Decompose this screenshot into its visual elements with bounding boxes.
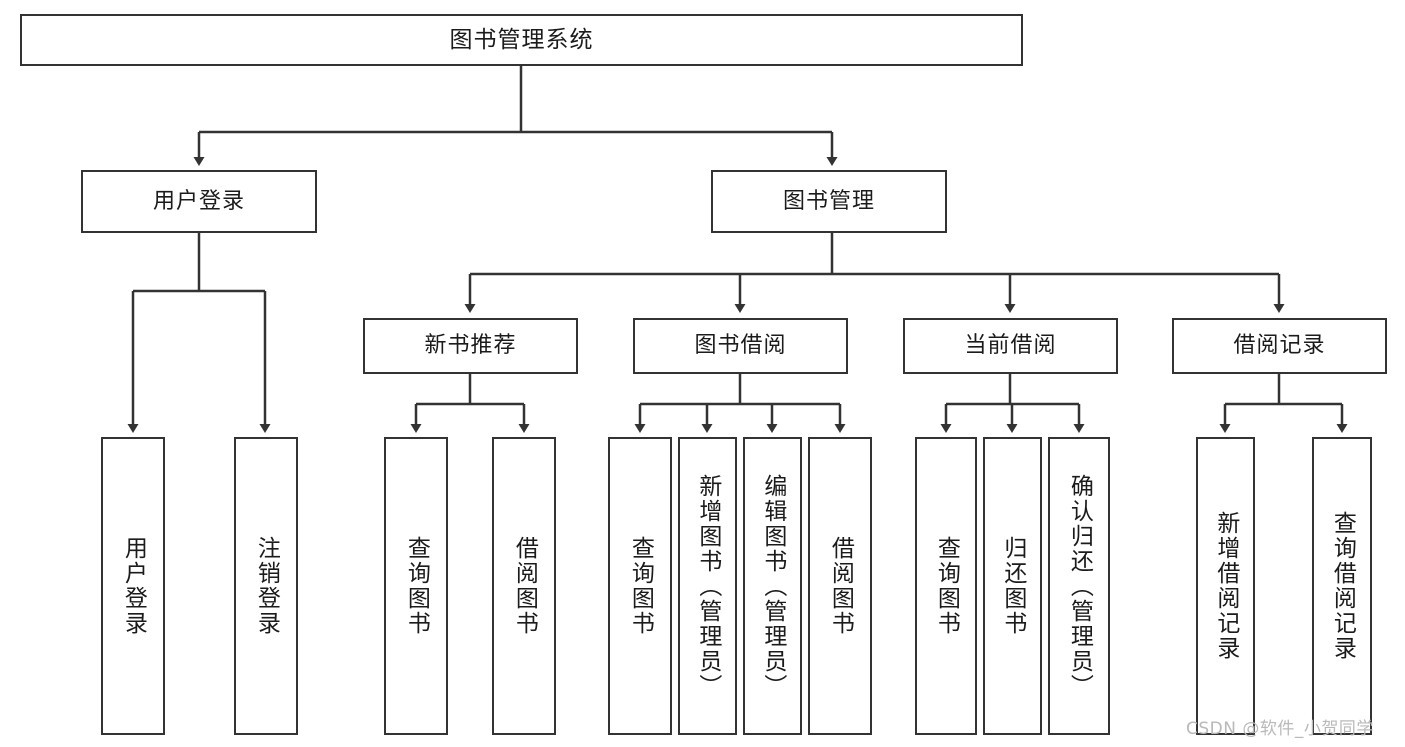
node-label: 新增借阅记录 xyxy=(1212,511,1239,661)
leaf-query-borrow-record[interactable]: 查询借阅记录 xyxy=(1312,437,1372,735)
node-label: 图书管理 xyxy=(782,188,875,214)
node-label: 归还图书 xyxy=(999,536,1026,636)
node-label: 用户登录 xyxy=(152,188,245,214)
node-label: 借阅图书 xyxy=(827,536,854,636)
leaf-user-login[interactable]: 用户登录 xyxy=(101,437,165,735)
leaf-logout-login[interactable]: 注销登录 xyxy=(234,437,298,735)
node-current-borrow[interactable]: 当前借阅 xyxy=(903,318,1118,374)
leaf-add-book-admin[interactable]: 新增图书（管理员） xyxy=(678,437,737,735)
node-label: 借阅图书 xyxy=(511,536,538,636)
node-label: 图书管理系统 xyxy=(449,26,594,53)
node-root-system[interactable]: 图书管理系统 xyxy=(20,14,1023,66)
node-label: 图书借阅 xyxy=(694,333,787,359)
leaf-query-book-1[interactable]: 查询图书 xyxy=(384,437,448,735)
leaf-confirm-return-admin[interactable]: 确认归还（管理员） xyxy=(1048,437,1110,735)
watermark-csdn: CSDN @软件_小贺同学 xyxy=(1186,719,1374,739)
leaf-return-book[interactable]: 归还图书 xyxy=(983,437,1042,735)
leaf-query-book-3[interactable]: 查询图书 xyxy=(915,437,977,735)
leaf-query-book-2[interactable]: 查询图书 xyxy=(608,437,672,735)
node-label: 查询图书 xyxy=(403,536,430,636)
node-book-manage[interactable]: 图书管理 xyxy=(711,170,947,233)
node-label: 新增图书（管理员） xyxy=(694,473,721,699)
node-label: 确认归还（管理员） xyxy=(1066,473,1093,699)
node-book-borrow[interactable]: 图书借阅 xyxy=(633,318,848,374)
node-new-book-recommend[interactable]: 新书推荐 xyxy=(363,318,578,374)
leaf-add-borrow-record[interactable]: 新增借阅记录 xyxy=(1196,437,1255,735)
node-label: 用户登录 xyxy=(120,536,147,636)
node-label: 注销登录 xyxy=(253,536,280,636)
leaf-borrow-book-2[interactable]: 借阅图书 xyxy=(808,437,872,735)
node-label: 查询借阅记录 xyxy=(1329,511,1356,661)
node-label: 查询图书 xyxy=(627,536,654,636)
node-label: 编辑图书（管理员） xyxy=(759,473,786,699)
node-label: 新书推荐 xyxy=(424,333,517,359)
node-label: 借阅记录 xyxy=(1233,333,1326,359)
leaf-borrow-book-1[interactable]: 借阅图书 xyxy=(492,437,556,735)
node-borrow-record[interactable]: 借阅记录 xyxy=(1172,318,1387,374)
node-user-login[interactable]: 用户登录 xyxy=(81,170,317,233)
node-label: 查询图书 xyxy=(933,536,960,636)
leaf-edit-book-admin[interactable]: 编辑图书（管理员） xyxy=(743,437,802,735)
node-label: 当前借阅 xyxy=(964,333,1057,359)
